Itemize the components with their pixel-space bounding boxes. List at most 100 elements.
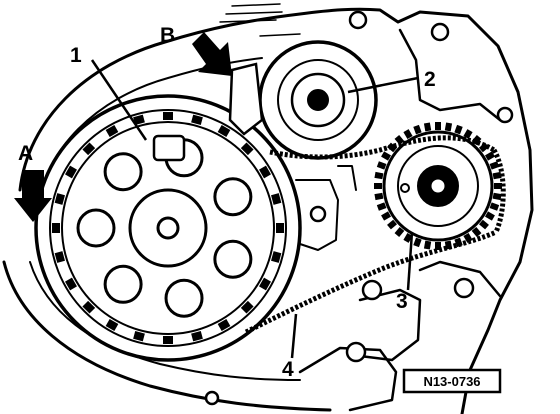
- leader-4: [290, 313, 298, 359]
- small-gear-tooth: [492, 192, 502, 201]
- sprocket-tooth: [217, 125, 231, 137]
- bolt-upper-right: [430, 22, 450, 42]
- small-gear-tooth: [492, 171, 502, 180]
- sprocket-top-cutout: [152, 134, 186, 162]
- small-gear-tooth: [484, 211, 495, 221]
- small-gear-tooth: [376, 202, 387, 211]
- bolt-lower-mid: [361, 279, 383, 301]
- small-gear-tooth: [489, 202, 500, 211]
- marker-b-arrow: [192, 32, 232, 76]
- sprocket-tooth: [163, 112, 173, 120]
- reference-code: N13-0736: [423, 374, 480, 389]
- belt-upper-run: [269, 135, 496, 160]
- small-gear-tooth: [454, 124, 463, 135]
- sprocket-web: [61, 121, 275, 335]
- tensioner-pulley: [228, 40, 378, 160]
- small-gear-tooth: [471, 226, 482, 237]
- small-gear-tooth: [489, 161, 500, 170]
- marker-a-arrow: [14, 170, 52, 222]
- small-gear-tooth: [403, 129, 413, 140]
- leader-1: [90, 59, 148, 141]
- tensioner-center: [307, 89, 329, 111]
- callout-label-3: 3: [396, 290, 408, 313]
- bolt-lower-right: [453, 277, 475, 299]
- small-gear-tooth: [387, 219, 398, 230]
- arrow-a-shape: [14, 170, 52, 222]
- small-gear-tooth: [478, 142, 489, 153]
- small-gear-tooth: [381, 211, 392, 221]
- tensioner-ring-1: [277, 59, 359, 141]
- small-gear-web: [397, 145, 479, 227]
- belt-wrap-right: [491, 148, 506, 234]
- tensioner-bracket: [228, 62, 264, 136]
- sprocket-tooth: [65, 277, 77, 291]
- sprocket-tooth: [65, 165, 77, 179]
- small-gear-tooth: [394, 226, 405, 237]
- sprocket-tooth: [54, 193, 65, 205]
- arrow-b-shape: [192, 32, 232, 76]
- small-gear-tooth: [374, 192, 384, 201]
- small-gear-tooth: [374, 171, 384, 180]
- small-gear-tooth: [484, 151, 495, 161]
- belt-lower-run: [244, 229, 498, 335]
- sprocket-tooth: [240, 300, 254, 314]
- sprocket-tooth: [271, 251, 282, 263]
- sprocket-hole: [213, 177, 253, 217]
- casing-lower-right: [358, 260, 502, 362]
- leader-2: [347, 76, 419, 94]
- sprocket-tooth: [217, 319, 231, 331]
- small-gear: [374, 122, 502, 250]
- callout-label-2: 2: [424, 68, 436, 91]
- casing-center-block: [295, 165, 357, 251]
- sprocket-tooth: [191, 331, 203, 342]
- casing-bolts: [204, 10, 514, 406]
- reference-code-box: N13-0736: [402, 368, 502, 394]
- sprocket-hole: [103, 152, 143, 192]
- bolt-top: [348, 10, 368, 30]
- callout-label-1: 1: [70, 44, 82, 67]
- callout-label-4: 4: [282, 358, 294, 381]
- toothed-belt: [244, 135, 506, 335]
- small-gear-tooth: [394, 135, 405, 146]
- large-sprocket: [34, 94, 302, 362]
- casing-lower-sweep: [2, 260, 332, 412]
- small-gear-bore: [430, 178, 446, 194]
- callout-label-b: B: [160, 24, 175, 47]
- sprocket-tooth: [133, 331, 145, 342]
- sprocket-tooth: [276, 223, 284, 233]
- callout-label-a: A: [18, 142, 33, 165]
- casing-inner-lower: [29, 261, 301, 381]
- casing-hatch: [219, 3, 301, 37]
- small-gear-tooth: [463, 129, 473, 140]
- small-gear-tooth: [413, 237, 422, 248]
- sprocket-tooth: [82, 300, 96, 314]
- sprocket-tooth: [271, 193, 282, 205]
- leader-3: [406, 231, 414, 291]
- small-gear-tooth: [376, 161, 387, 170]
- bolt-bottom-mid: [345, 341, 367, 363]
- tensioner-ring-2: [290, 72, 346, 128]
- bolt-right-mid: [496, 106, 514, 124]
- sprocket-tooth: [163, 336, 173, 344]
- sprocket-tooth: [191, 114, 203, 125]
- sprocket-rim-inner: [49, 109, 287, 347]
- small-gear-tooth: [403, 232, 413, 243]
- sprocket-hole: [164, 278, 204, 318]
- small-gear-tooth: [381, 151, 392, 161]
- sprocket-tooth: [105, 319, 119, 331]
- small-gear-mark: [400, 183, 410, 193]
- sprocket-tooth: [105, 125, 119, 137]
- casing-bottom-bracket: [298, 346, 398, 412]
- sprocket-hole: [213, 239, 253, 279]
- sprocket-tooth: [240, 142, 254, 156]
- bolt-center-stud: [309, 205, 327, 223]
- sprocket-rim-outer: [34, 94, 302, 362]
- sprocket-tooth: [133, 114, 145, 125]
- sprocket-tooth: [82, 142, 96, 156]
- small-gear-tooth: [374, 183, 382, 189]
- sprocket-teeth: [52, 112, 284, 344]
- bolt-bottom-left: [204, 390, 220, 406]
- small-gear-tooth: [435, 122, 441, 130]
